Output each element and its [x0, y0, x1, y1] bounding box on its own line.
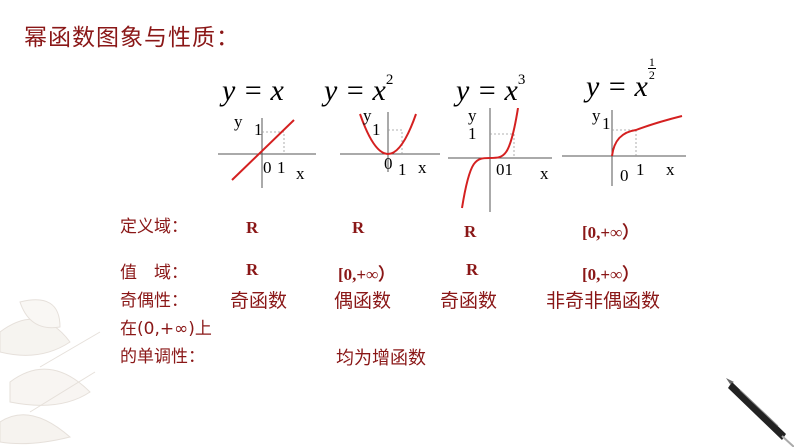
x-axis-label-1: x — [296, 164, 305, 183]
unit-guide — [490, 133, 515, 158]
unit-guide — [262, 131, 285, 154]
origin-one-label-3: 01 — [496, 160, 513, 179]
range-value-2: [0,+∞） — [338, 265, 396, 284]
range-value-3: R — [466, 260, 479, 279]
y-one-label-2: 1 — [372, 120, 381, 139]
x-one-label-1: 1 — [277, 158, 286, 177]
curve-cube — [461, 108, 519, 209]
x-axis-label-3: x — [540, 164, 549, 183]
x-axis-label-4: x — [666, 160, 675, 179]
range-value-1: R — [246, 260, 259, 279]
x-one-label-4: 1 — [636, 160, 645, 179]
y-axis-label-3: y — [468, 106, 477, 125]
parity-value-1: 奇函数 — [230, 290, 288, 312]
parity-value-2: 偶函数 — [334, 290, 392, 312]
y-axis-label-4: y — [592, 106, 601, 125]
parity-label: 奇偶性： — [120, 291, 188, 311]
formula-y-eq-x-squared: y = x2 — [324, 72, 394, 107]
page-title: 幂函数图象与性质： — [24, 25, 240, 51]
graph-y-eq-x-squared — [340, 112, 440, 172]
parity-value-4: 非奇非偶函数 — [546, 290, 661, 312]
y-one-label-3: 1 — [468, 124, 477, 143]
parity-value-3: 奇函数 — [440, 290, 498, 312]
curve-linear — [231, 119, 295, 181]
origin-label-4: 0 — [620, 166, 629, 185]
graph-y-eq-x-cubed — [448, 108, 552, 212]
y-axis-label-1: y — [234, 112, 243, 131]
formula-y-eq-x: y = x — [222, 74, 284, 107]
curve-sqrt — [611, 115, 683, 157]
monotonicity-value: 均为增函数 — [336, 348, 426, 369]
curve-square — [359, 113, 417, 155]
monotonic-label-line-1: 在(0,+∞)上 — [120, 319, 212, 339]
domain-value-3: R — [464, 222, 477, 241]
brush-decoration-icon — [726, 378, 794, 447]
y-one-label-4: 1 — [602, 114, 611, 133]
range-label: 值 域： — [120, 263, 188, 283]
y-one-label-1: 1 — [254, 120, 263, 139]
domain-value-1: R — [246, 218, 259, 237]
graph-y-eq-x — [218, 118, 316, 188]
monotonic-label-line-2: 的单调性： — [120, 347, 205, 367]
domain-value-4: [0,+∞） — [582, 223, 640, 242]
formula-y-eq-x-cubed: y = x3 — [456, 72, 526, 107]
y-axis-label-2: y — [363, 106, 372, 125]
graph-y-eq-sqrt-x — [562, 110, 686, 186]
unit-guide — [388, 129, 403, 154]
x-axis-label-2: x — [418, 158, 427, 177]
domain-label: 定义域： — [120, 217, 188, 237]
origin-label-2: 0 — [384, 154, 393, 173]
x-one-label-2: 1 — [398, 160, 407, 179]
domain-value-2: R — [352, 218, 365, 237]
origin-label-1: 0 — [263, 158, 272, 177]
range-value-4: [0,+∞） — [582, 265, 640, 284]
lotus-decoration-icon — [0, 299, 101, 445]
